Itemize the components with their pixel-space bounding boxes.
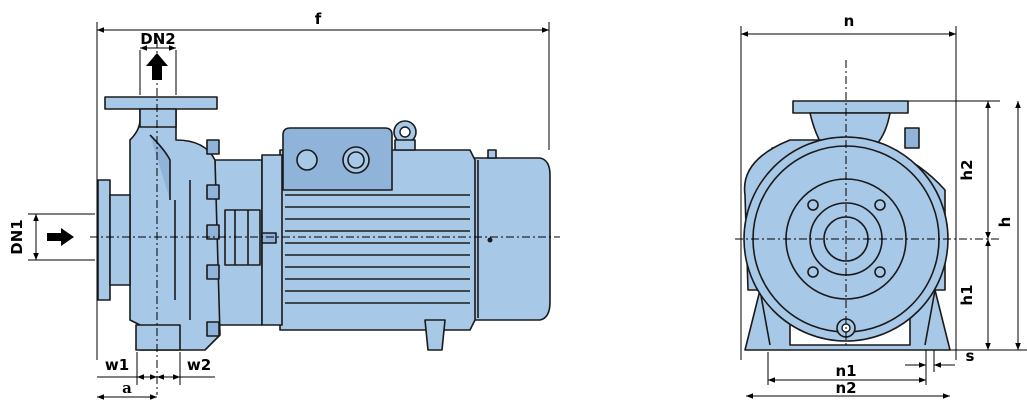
label-s: s [966, 347, 975, 365]
dn1-arrow: DN1 [8, 213, 95, 261]
label-h2: h2 [958, 159, 976, 180]
dimension-a: a [97, 379, 157, 400]
label-w2: w2 [187, 356, 211, 374]
lantern-bracket [214, 154, 283, 326]
dn2-arrow: DN2 [139, 30, 177, 95]
dimension-n: n [740, 12, 957, 360]
label-dn2: DN2 [140, 30, 175, 48]
dimension-h: h2 h1 h [908, 100, 1027, 351]
label-h1: h1 [958, 284, 976, 305]
label-n: n [844, 12, 855, 30]
motor-fan-cover [469, 157, 551, 321]
dimension-f: f [96, 10, 550, 360]
label-h: h [996, 217, 1014, 228]
dimension-w1-w2: w1 w2 [97, 352, 215, 385]
motor-body [279, 120, 497, 351]
label-dn1: DN1 [8, 219, 26, 254]
pump-volute [97, 96, 221, 351]
side-view: f [8, 10, 560, 400]
label-f: f [315, 10, 322, 28]
label-n2: n2 [835, 379, 856, 397]
label-a: a [122, 379, 132, 397]
dimension-s: s [905, 347, 975, 372]
dimension-n1-n2: n1 n2 [746, 352, 950, 399]
front-view: n [735, 12, 1027, 399]
label-n1: n1 [835, 362, 856, 380]
label-w1: w1 [105, 356, 129, 374]
